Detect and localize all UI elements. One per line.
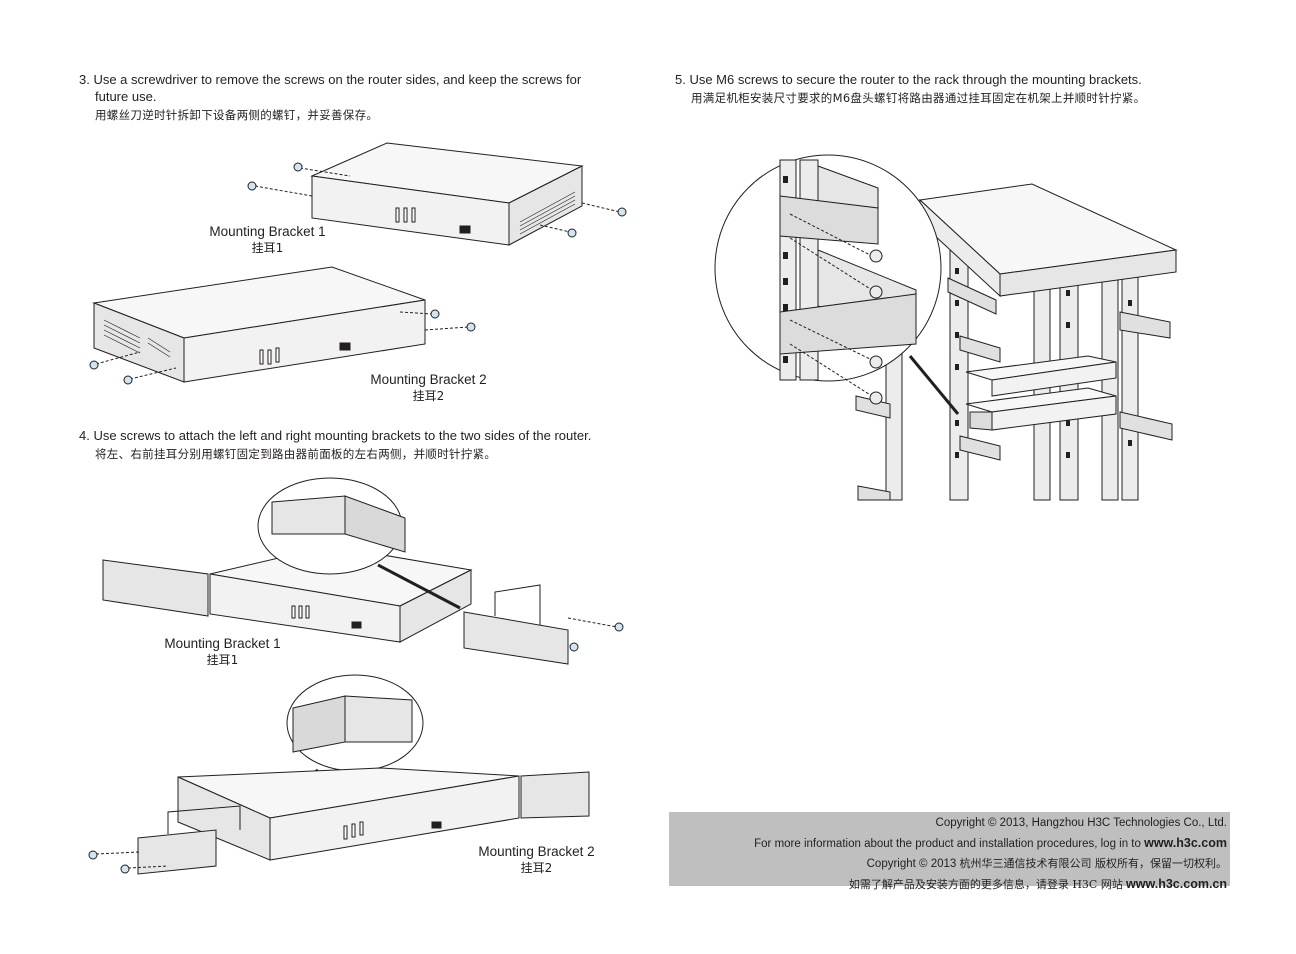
- router-illustration-4b: [88, 674, 590, 875]
- copyright-line-4-cn: 如需了解产品及安装方面的更多信息，请登录 H3C 网站: [848, 877, 1123, 891]
- copyright-line-1: Copyright © 2013, Hangzhou H3C Technolog…: [935, 817, 1227, 829]
- copyright-line-3-cn: 杭州华三通信技术有限公司 版权所有，保留一切权利。: [959, 857, 1228, 870]
- step-3-en-line2: future use.: [95, 89, 157, 104]
- fig3a-bracket-1-label: Mounting Bracket 1 挂耳1: [200, 223, 335, 257]
- fig3a-bracket-1-cn: 挂耳1: [251, 241, 284, 255]
- fig3a-bracket-1-en: Mounting Bracket 1: [209, 224, 326, 239]
- fig4a-bracket-1-en: Mounting Bracket 1: [164, 636, 281, 651]
- fig3b-bracket-2-label: Mounting Bracket 2 挂耳2: [361, 371, 496, 405]
- router-illustration-3b: [89, 266, 476, 385]
- fig3b-bracket-2-en: Mounting Bracket 2: [370, 372, 487, 387]
- copyright-line-2: For more information about the product a…: [669, 834, 1227, 855]
- step-4-en: 4. Use screws to attach the left and rig…: [79, 428, 592, 443]
- router-illustration-3a: [247, 142, 627, 246]
- rack-illustration: [714, 154, 1178, 501]
- step-3-text: 3. Use a screwdriver to remove the screw…: [79, 71, 581, 124]
- fig4b-bracket-2-cn: 挂耳2: [520, 861, 553, 875]
- website-link-en[interactable]: www.h3c.com: [1144, 835, 1227, 850]
- step-5-cn: 用满足机柜安装尺寸要求的M6盘头螺钉将路由器通过挂耳固定在机架上并顺时针拧紧。: [691, 91, 1146, 105]
- copyright-box: Copyright © 2013, Hangzhou H3C Technolog…: [669, 812, 1230, 891]
- fig3b-bracket-2-cn: 挂耳2: [412, 389, 445, 403]
- copyright-line-3: Copyright © 2013 杭州华三通信技术有限公司 版权所有，保留一切权…: [669, 854, 1227, 875]
- step-3-cn: 用螺丝刀逆时针拆卸下设备两侧的螺钉，并妥善保存。: [95, 108, 379, 122]
- copyright-line-4: 如需了解产品及安装方面的更多信息，请登录 H3C 网站 www.h3c.com.…: [669, 875, 1227, 896]
- fig4b-bracket-2-label: Mounting Bracket 2 挂耳2: [469, 843, 604, 877]
- website-link-cn[interactable]: www.h3c.com.cn: [1126, 876, 1227, 891]
- copyright-line-3-prefix: Copyright © 2013: [866, 858, 957, 870]
- router-illustration-4a: [102, 477, 624, 665]
- fig4a-bracket-1-cn: 挂耳1: [206, 653, 239, 667]
- step-3-en-line1: 3. Use a screwdriver to remove the screw…: [79, 72, 582, 87]
- fig4a-bracket-1-label: Mounting Bracket 1 挂耳1: [155, 635, 290, 669]
- step-5-text: 5. Use M6 screws to secure the router to…: [675, 71, 1145, 107]
- copyright-line-2-text: For more information about the product a…: [754, 837, 1141, 850]
- step-4-cn: 将左、右前挂耳分别用螺钉固定到路由器前面板的左右两侧，并顺时针拧紧。: [95, 447, 497, 461]
- fig4b-bracket-2-en: Mounting Bracket 2: [478, 844, 595, 859]
- step-4-text: 4. Use screws to attach the left and rig…: [79, 427, 591, 463]
- step-5-en: 5. Use M6 screws to secure the router to…: [675, 72, 1142, 87]
